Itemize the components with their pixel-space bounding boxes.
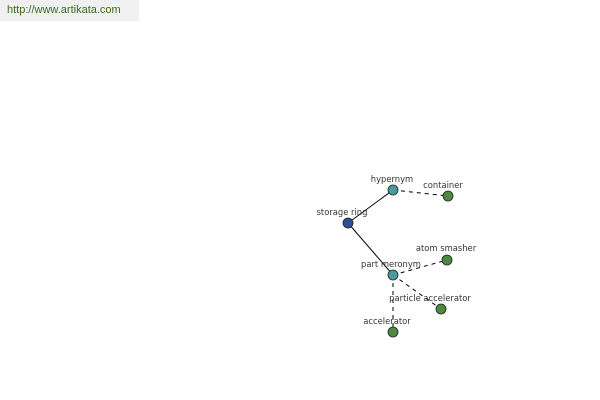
node-container[interactable] bbox=[442, 190, 454, 202]
node-particle-accelerator[interactable] bbox=[435, 303, 447, 315]
node-label-container: container bbox=[423, 180, 463, 190]
node-storage-ring[interactable] bbox=[342, 217, 354, 229]
edge-hypernym-to-container bbox=[392, 189, 449, 197]
edge-storage-ring-to-part-meronym bbox=[347, 222, 394, 276]
node-part-meronym[interactable] bbox=[387, 269, 399, 281]
edge-part-meronym-to-particle-accelerator bbox=[392, 274, 442, 310]
node-label-particle-accelerator: particle accelerator bbox=[389, 293, 471, 303]
nodes-layer bbox=[342, 184, 454, 338]
node-label-atom-smasher: atom smasher bbox=[416, 243, 477, 253]
site-url-link[interactable]: http://www.artikata.com bbox=[0, 0, 139, 21]
node-label-accelerator: accelerator bbox=[363, 316, 411, 326]
node-accelerator[interactable] bbox=[387, 326, 399, 338]
edge-part-meronym-to-atom-smasher bbox=[392, 259, 448, 276]
edges-layer bbox=[347, 189, 449, 332]
labels-layer: storage ring hypernym container part merony… bbox=[317, 174, 477, 326]
edge-storage-ring-to-hypernym bbox=[347, 189, 394, 224]
node-atom-smasher[interactable] bbox=[441, 254, 453, 266]
node-label-hypernym: hypernym bbox=[371, 174, 413, 184]
node-label-part-meronym: part meronym bbox=[361, 259, 421, 269]
node-label-storage-ring: storage ring bbox=[317, 207, 368, 217]
node-hypernym[interactable] bbox=[387, 184, 399, 196]
